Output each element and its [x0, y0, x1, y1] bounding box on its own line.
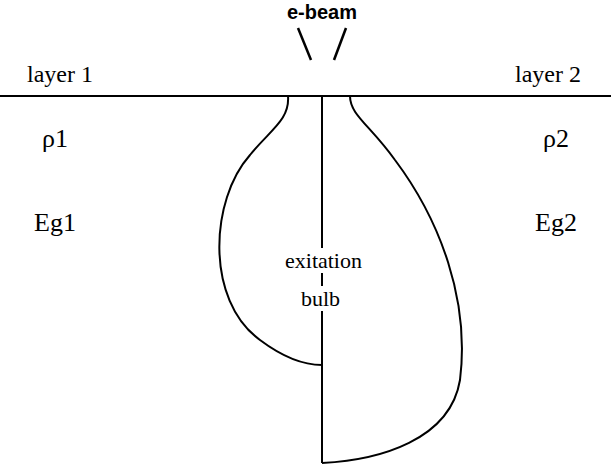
- bulb-outline: [200, 90, 470, 466]
- bulb-text-holder: exitation bulb: [267, 242, 377, 318]
- beam-label: e-beam: [287, 2, 357, 22]
- beam-line: [298, 28, 311, 60]
- surface-line: [0, 95, 611, 97]
- layer-label: layer 2: [515, 62, 581, 86]
- bulb-label: exitation bulb: [282, 248, 362, 311]
- bandgap-label: Eg1: [34, 210, 76, 236]
- excitation-bulb: exitation bulb: [200, 90, 470, 466]
- bulb-outline-path: [322, 96, 462, 463]
- interface-line: [321, 96, 323, 463]
- layer-label: layer 1: [27, 62, 93, 86]
- resistivity-label: ρ2: [543, 126, 569, 152]
- bandgap-label: Eg2: [535, 210, 577, 236]
- resistivity-label: ρ1: [42, 126, 68, 152]
- bulb-outline-path: [219, 96, 322, 365]
- beam-line: [334, 28, 346, 60]
